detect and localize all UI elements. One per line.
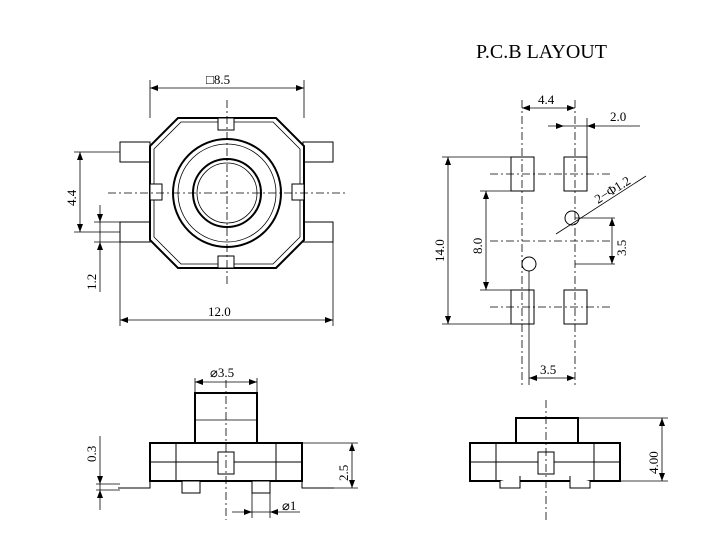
pcb-dim-label-140: 14.0 [432, 239, 447, 262]
pcb-dim-label-20: 2.0 [610, 109, 626, 124]
pcb-dim-label-80: 8.0 [470, 238, 485, 254]
side-lead-left [118, 476, 151, 489]
notch-left [149, 183, 163, 201]
dim-label-pad: 1.2 [84, 274, 99, 290]
side-dim-label-25: 2.5 [336, 465, 351, 481]
right-dim-label-400: 4.00 [646, 451, 661, 474]
side-lead-right [301, 476, 334, 489]
dim-label-overall: 12.0 [208, 304, 231, 319]
dim-label-width: □8.5 [206, 72, 230, 87]
pin-top-left [119, 141, 151, 163]
top-view: □8.5 12.0 4.4 1.2 [64, 72, 345, 326]
pin-top-right [302, 141, 334, 163]
side-dim-label-dia: ⌀3.5 [210, 365, 234, 380]
notch-right [291, 183, 305, 201]
pcb-hole-leader [555, 175, 647, 235]
notch-top [217, 117, 235, 131]
pcb-dim-label-35h: 3.5 [540, 362, 556, 377]
pin-bottom-right [302, 221, 334, 243]
switch-body-inner [153, 121, 301, 265]
pcb-dim-label-hole: 2−Φ1.2 [592, 173, 634, 207]
side-view-right: 4.00 [469, 400, 668, 520]
side-view: ⌀3.5 0.3 2.5 ⌀1 [84, 365, 358, 520]
right-actuator [515, 417, 579, 444]
pcb-layout-view: 4.4 2.0 2−Φ1.2 14.0 8.0 3.5 [432, 92, 647, 385]
pcb-dim-label-35v: 3.5 [614, 240, 629, 256]
pin-bottom-left [119, 221, 151, 243]
side-dim-label-03: 0.3 [84, 446, 99, 462]
notch-bottom [217, 255, 235, 269]
pcb-layout-title: P.C.B LAYOUT [476, 41, 607, 63]
dim-label-pitch: 4.4 [64, 189, 79, 206]
side-dim-label-phi1: ⌀1 [282, 498, 296, 513]
right-lead-left [499, 476, 521, 489]
right-lead-right [569, 476, 591, 489]
pcb-hole-lower [521, 256, 537, 272]
pcb-dim-label-44: 4.4 [538, 92, 555, 107]
